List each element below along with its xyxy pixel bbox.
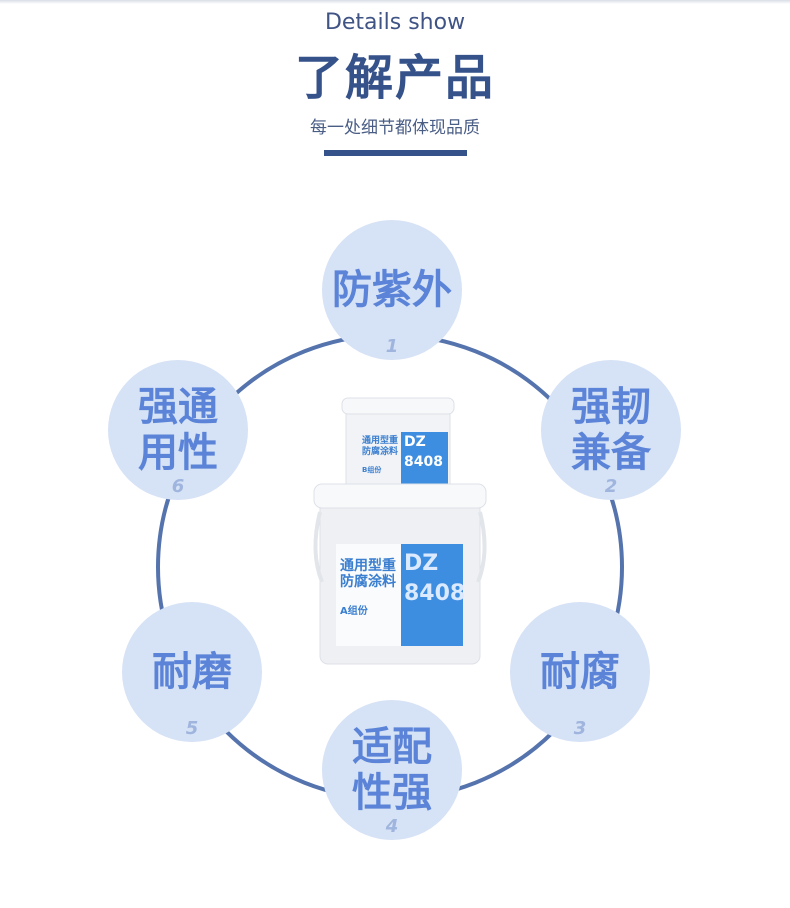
feature-label: 防紫外 bbox=[332, 267, 452, 313]
feature-number: 4 bbox=[385, 816, 399, 837]
product-image: 通用型重防腐涂料 B组份 DZ 8408 通用型重防腐涂料 A组份 DZ 840… bbox=[300, 392, 490, 668]
top-bar bbox=[0, 0, 790, 4]
feature-label: 强韧兼备 bbox=[571, 384, 651, 476]
feature-number: 3 bbox=[573, 718, 587, 739]
model-1: DZ bbox=[404, 551, 439, 576]
model-2: 8408 bbox=[404, 581, 466, 606]
title-underline bbox=[324, 150, 467, 156]
section-subtitle: Details show bbox=[324, 10, 466, 35]
section-title: 了解产品 bbox=[294, 50, 495, 106]
feature-number: 5 bbox=[185, 718, 199, 739]
feature-wear-resistant: 5 耐磨 bbox=[122, 602, 262, 742]
feature-number: 1 bbox=[385, 336, 399, 357]
feature-label: 耐磨 bbox=[152, 649, 232, 695]
model-small-2: 8408 bbox=[404, 454, 443, 470]
feature-label: 适配性强 bbox=[352, 724, 432, 816]
feature-label: 耐腐 bbox=[540, 649, 620, 695]
feature-label: 强通用性 bbox=[138, 384, 218, 476]
feature-uv-resistant: 1 防紫外 bbox=[322, 220, 462, 360]
feature-number: 2 bbox=[604, 476, 618, 497]
product-name: 通用型重防腐涂料 bbox=[340, 558, 396, 590]
feature-number: 6 bbox=[171, 476, 185, 497]
product-name-small: 通用型重防腐涂料 bbox=[362, 436, 399, 457]
paint-buckets-illustration bbox=[313, 397, 487, 665]
section-tagline: 每一处细节都体现品质 bbox=[310, 118, 480, 138]
feature-corrosion-resistant: 3 耐腐 bbox=[510, 602, 650, 742]
model-small-1: DZ bbox=[404, 434, 426, 450]
part-a-label: A组份 bbox=[340, 606, 368, 617]
part-b-label: B组份 bbox=[362, 466, 382, 474]
